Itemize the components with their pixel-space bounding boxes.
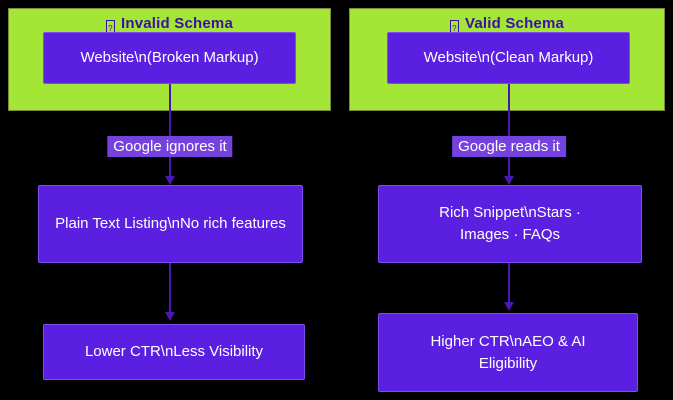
arrowhead-valid-2 <box>504 302 514 311</box>
node-website-clean-label: Website\n(Clean Markup) <box>423 49 594 66</box>
edge-label-google-reads: Google reads it <box>452 136 566 157</box>
node-plain-text-listing-label: Plain Text Listing\nNo rich features <box>55 215 286 232</box>
arrowhead-invalid-2 <box>165 312 175 321</box>
arrowhead-invalid-1 <box>165 176 175 185</box>
node-website-broken-label: Website\n(Broken Markup) <box>80 49 259 66</box>
node-website-clean: Website\n(Clean Markup) <box>387 32 630 84</box>
edge-label-google-ignores: Google ignores it <box>107 136 233 157</box>
node-plain-text-listing: Plain Text Listing\nNo rich features <box>38 185 303 263</box>
node-higher-ctr-label: Higher CTR\nAEO & AI Eligibility <box>430 332 586 372</box>
node-rich-snippet: Rich Snippet\nStars · Images · FAQs <box>378 185 642 263</box>
edge-invalid-1 <box>169 84 171 177</box>
subgraph-invalid-title-text: Invalid Schema <box>120 15 233 32</box>
edge-valid-2 <box>508 262 510 302</box>
node-rich-snippet-label: Rich Snippet\nStars · Images · FAQs <box>439 204 581 243</box>
missing-emoji-glyph: ? <box>108 24 113 33</box>
node-lower-ctr: Lower CTR\nLess Visibility <box>43 324 305 380</box>
arrowhead-valid-1 <box>504 176 514 185</box>
edge-valid-1 <box>508 84 510 177</box>
node-lower-ctr-label: Lower CTR\nLess Visibility <box>84 343 264 360</box>
node-higher-ctr: Higher CTR\nAEO & AI Eligibility <box>378 313 638 392</box>
edge-invalid-2 <box>169 262 171 313</box>
node-website-broken: Website\n(Broken Markup) <box>43 32 296 84</box>
missing-emoji-glyph: ? <box>452 24 457 33</box>
subgraph-valid-title-text: Valid Schema <box>464 15 565 32</box>
